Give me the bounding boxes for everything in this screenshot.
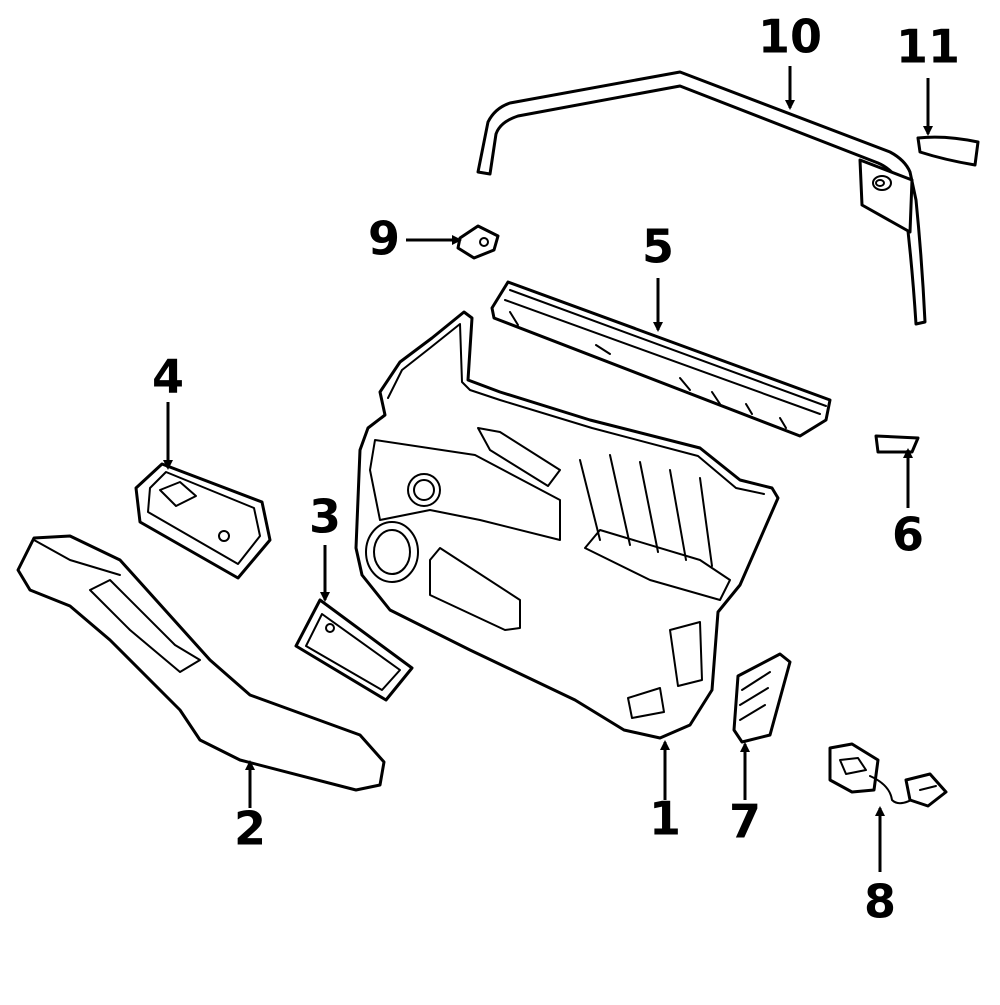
callout-5: 5 xyxy=(642,220,674,274)
callout-11: 11 xyxy=(896,20,960,74)
callout-7: 7 xyxy=(729,795,761,849)
callout-10: 10 xyxy=(758,10,822,64)
callout-labels: 1 2 3 4 5 6 7 8 9 10 11 xyxy=(152,10,960,929)
part-8-switch-harness xyxy=(828,742,948,808)
part-3-pocket-insert xyxy=(294,598,414,702)
callout-1: 1 xyxy=(649,792,681,846)
part-6-pad xyxy=(874,434,920,454)
callout-4: 4 xyxy=(152,350,184,404)
part-10-window-molding xyxy=(476,70,927,326)
part-7-reflector xyxy=(732,652,792,744)
part-9-clip xyxy=(456,224,500,260)
callout-8: 8 xyxy=(864,875,896,929)
part-5-sealing-strip xyxy=(490,280,832,438)
callout-9: 9 xyxy=(368,212,400,266)
callout-2: 2 xyxy=(234,802,266,856)
part-11-bracket xyxy=(916,135,980,167)
part-1-door-trim-panel xyxy=(354,310,780,740)
leader-arrows xyxy=(163,66,933,872)
callout-3: 3 xyxy=(309,490,341,544)
callout-6: 6 xyxy=(892,508,924,562)
part-4-switch-bezel xyxy=(134,462,272,580)
part-2-armrest xyxy=(16,534,386,792)
